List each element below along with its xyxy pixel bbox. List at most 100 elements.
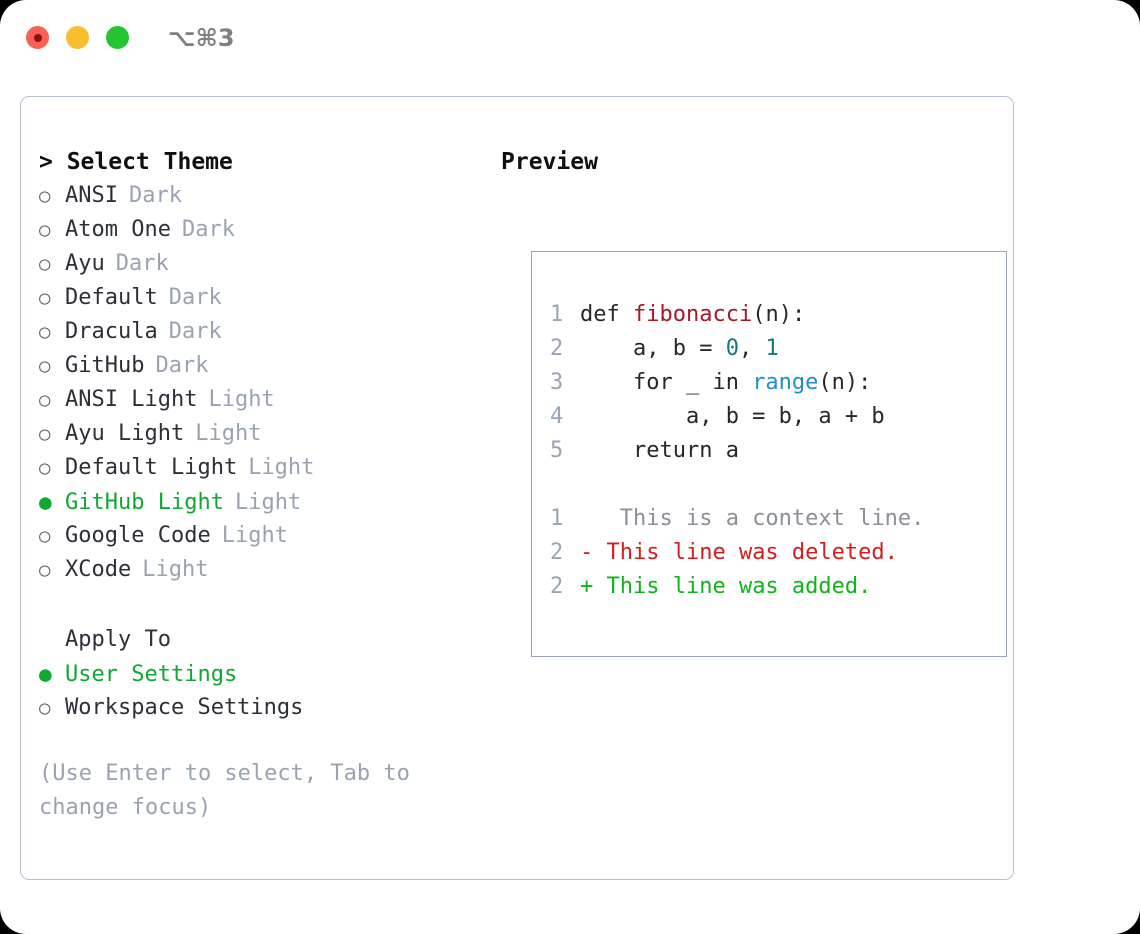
- code-blank-line: [550, 468, 924, 502]
- theme-option-tag: Dark: [155, 353, 209, 378]
- theme-option-tag: Dark: [181, 217, 235, 242]
- apply-to-option-name: Workspace Settings: [65, 695, 304, 720]
- diff-line: 2- This line was deleted.: [550, 536, 924, 570]
- code-line: 5 return a: [550, 434, 924, 468]
- radio-selected-icon: ●: [39, 662, 52, 686]
- code-token-func: fibonacci: [632, 302, 753, 327]
- hint-spacer: [39, 725, 469, 757]
- theme-option-name: Default Light: [65, 455, 238, 480]
- code-token-plain: a, b =: [580, 336, 726, 361]
- diff-text: This line was deleted.: [593, 540, 898, 565]
- apply-to-list[interactable]: ● User Settings ○ Workspace Settings: [39, 657, 469, 725]
- radio-unselected-icon: ○: [39, 525, 51, 547]
- select-theme-header: > Select Theme: [39, 149, 233, 175]
- theme-option-ayu-light[interactable]: ○ Ayu Light Light: [39, 417, 469, 451]
- radio-unselected-icon: ○: [39, 355, 51, 377]
- zoom-window-button[interactable]: [106, 26, 129, 49]
- radio-unselected-icon: ○: [39, 287, 51, 309]
- line-number: 2: [550, 336, 564, 361]
- theme-option-default[interactable]: ○ Default Dark: [39, 281, 469, 315]
- code-token-plain: (n):: [752, 302, 806, 327]
- theme-option-tag: Light: [221, 523, 288, 548]
- diff-text: This line was added.: [593, 574, 872, 599]
- radio-unselected-icon: ○: [39, 697, 51, 719]
- code-token-plain: ,: [738, 336, 766, 361]
- code-line: 1 def fibonacci(n):: [550, 298, 924, 332]
- line-number: 5: [550, 438, 564, 463]
- theme-option-tag: Light: [142, 557, 209, 582]
- theme-option-default-light[interactable]: ○ Default Light Light: [39, 451, 469, 485]
- preview-header: Preview: [501, 149, 598, 175]
- theme-option-name: ANSI Light: [65, 387, 198, 412]
- diff-marker: -: [580, 540, 594, 565]
- radio-unselected-icon: ○: [39, 457, 51, 479]
- radio-unselected-icon: ○: [39, 423, 51, 445]
- code-line: 4 a, b = b, a + b: [550, 400, 924, 434]
- theme-option-name: ANSI: [65, 183, 118, 208]
- radio-unselected-icon: ○: [39, 185, 51, 207]
- code-line: 2 a, b = 0, 1: [550, 332, 924, 366]
- window-controls: [26, 26, 129, 49]
- apply-to-option-workspace-settings[interactable]: ○ Workspace Settings: [39, 691, 469, 725]
- line-number: 4: [550, 404, 564, 429]
- title-bar: ⌥⌘3: [0, 0, 1140, 78]
- theme-option-tag: Dark: [128, 183, 182, 208]
- apply-to-option-user-settings[interactable]: ● User Settings: [39, 657, 469, 691]
- section-spacer: [39, 587, 469, 623]
- radio-unselected-icon: ○: [39, 559, 51, 581]
- keyboard-shortcut-label: ⌥⌘3: [168, 24, 235, 52]
- line-number: 2: [550, 574, 564, 599]
- minimize-window-button[interactable]: [66, 26, 89, 49]
- theme-option-tag: Light: [234, 490, 302, 515]
- line-number: 1: [550, 506, 564, 531]
- diff-marker: +: [580, 574, 594, 599]
- theme-option-tag: Light: [195, 421, 262, 446]
- apply-to-header: Apply To: [39, 623, 469, 657]
- radio-unselected-icon: ○: [39, 321, 51, 343]
- line-number: 2: [550, 540, 564, 565]
- radio-selected-icon: ●: [39, 490, 52, 514]
- diff-line: 2 + This line was added.: [550, 570, 924, 604]
- theme-option-name: Default: [65, 285, 158, 310]
- theme-option-name: Atom One: [65, 217, 171, 242]
- radio-unselected-icon: ○: [39, 389, 51, 411]
- theme-option-name: XCode: [65, 557, 132, 582]
- code-token-plain: a, b = b, a + b: [580, 404, 885, 429]
- theme-option-atom-one[interactable]: ○ Atom One Dark: [39, 213, 469, 247]
- theme-option-tag: Dark: [168, 285, 222, 310]
- code-token-plain: for _ in: [580, 370, 753, 395]
- theme-option-tag: Dark: [115, 251, 169, 276]
- code-line: 3 for _ in range(n):: [550, 366, 924, 400]
- theme-option-ansi[interactable]: ○ ANSI Dark: [39, 179, 469, 213]
- code-token-num: 0: [725, 336, 739, 361]
- diff-text: This is a context line.: [593, 506, 925, 531]
- radio-unselected-icon: ○: [39, 253, 51, 275]
- keyboard-hint-text: (Use Enter to select, Tab to change focu…: [39, 761, 410, 820]
- theme-option-name: GitHub Light: [65, 490, 224, 515]
- code-token-num: 1: [765, 336, 779, 361]
- code-token-plain: return a: [580, 438, 739, 463]
- line-number: 1: [550, 302, 564, 327]
- apply-to-option-name: User Settings: [65, 662, 238, 687]
- radio-unselected-icon: ○: [39, 219, 51, 241]
- diff-line: 1 This is a context line.: [550, 502, 924, 536]
- theme-option-xcode[interactable]: ○ XCode Light: [39, 553, 469, 587]
- theme-option-name: Dracula: [65, 319, 158, 344]
- theme-option-github-light[interactable]: ● GitHub Light Light: [39, 485, 469, 519]
- theme-option-name: Ayu Light: [65, 421, 185, 446]
- close-window-button[interactable]: [26, 26, 49, 49]
- code-token-plain: def: [580, 302, 633, 327]
- theme-option-tag: Light: [248, 455, 315, 480]
